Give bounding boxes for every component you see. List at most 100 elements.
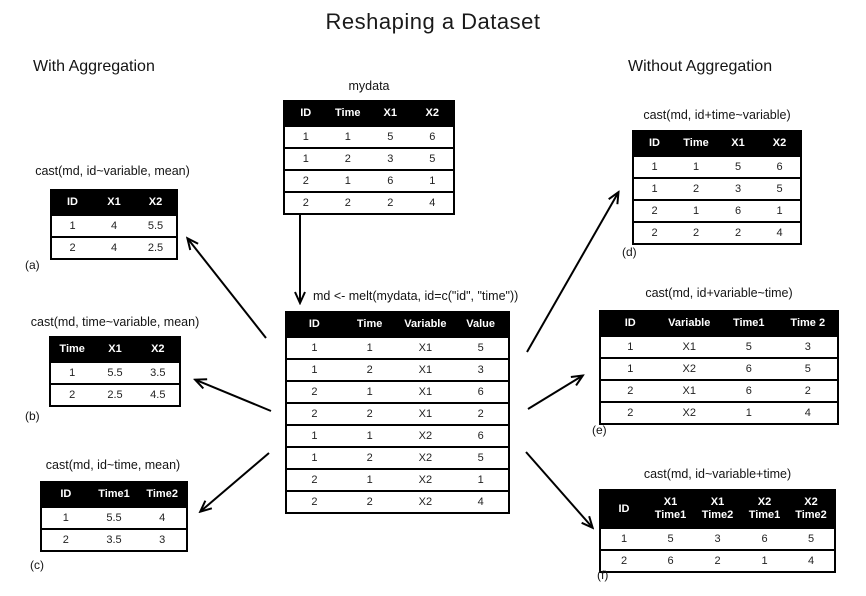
arrow-melt-to-a (188, 239, 267, 339)
table-cell: 2 (341, 490, 398, 514)
column-header: Value (453, 312, 509, 338)
table-cell: 1 (411, 169, 454, 193)
table-cell: 5 (453, 336, 509, 360)
table-cell: 3 (369, 147, 412, 171)
column-header: Time 2 (778, 311, 838, 337)
caption-cast-f: cast(md, id~variable+time) (643, 467, 792, 481)
column-header: X2 (759, 131, 801, 157)
column-header: X1 (93, 190, 135, 216)
table-cell: 1 (326, 125, 369, 149)
table-cell: 5 (717, 155, 759, 179)
table-cell: 1 (51, 214, 93, 238)
table-cell: 4 (788, 549, 835, 573)
table-cell: 2 (41, 528, 90, 552)
table-cell: 5 (719, 335, 779, 359)
caption-cast-c: cast(md, id~time, mean) (45, 458, 181, 472)
table-cell: 2 (778, 379, 838, 403)
table-cell: 4 (411, 191, 454, 215)
table-cell: 3 (778, 335, 838, 359)
column-header: Variable (659, 311, 719, 337)
table-cell: 2 (717, 221, 759, 245)
table-cell: 6 (647, 549, 694, 573)
table-cell: 1 (341, 468, 398, 492)
table-cell: 1 (633, 155, 675, 179)
column-header: X1 (93, 337, 137, 363)
table-cell: X2 (397, 468, 454, 492)
table-cell: 2 (633, 221, 675, 245)
column-header: ID (600, 490, 647, 529)
heading-without-aggregation: Without Aggregation (628, 58, 773, 75)
table-cell: 4 (453, 490, 509, 514)
table-cell: 5 (453, 446, 509, 470)
table-cell: 1 (453, 468, 509, 492)
table-cell: 2 (286, 402, 342, 426)
table-cell: 4 (93, 236, 135, 260)
label-c: (c) (30, 558, 44, 572)
table-cell: 1 (326, 169, 369, 193)
table-cell: X2 (397, 424, 454, 448)
table-cell: 3 (138, 528, 187, 552)
column-header: ID (286, 312, 342, 338)
table-cell: 3.5 (136, 361, 180, 385)
table-cell: 1 (600, 357, 660, 381)
table-cell: 6 (759, 155, 801, 179)
table-cell: 2 (326, 147, 369, 171)
column-header: ID (284, 101, 327, 127)
arrow-melt-to-c (201, 452, 270, 511)
table-cell: 1 (286, 358, 342, 382)
table-cell: X2 (397, 490, 454, 514)
table-cell: X1 (659, 335, 719, 359)
table-cell: 3.5 (89, 528, 139, 552)
table-cell: 2 (675, 221, 717, 245)
column-header: Time (675, 131, 717, 157)
table-cell: 2 (50, 383, 94, 407)
caption-cast-a: cast(md, id~variable, mean) (35, 164, 190, 178)
column-header: ID (41, 482, 90, 508)
table-cell: 5.5 (89, 506, 139, 530)
table-cell: 1 (633, 177, 675, 201)
label-b: (b) (25, 409, 40, 423)
arrow-melt-to-f (525, 451, 592, 527)
table-cell: 1 (675, 199, 717, 223)
table-cell: 2 (51, 236, 93, 260)
table-cell: X1 (659, 379, 719, 403)
table-cell: 2 (341, 446, 398, 470)
table-cell: 5 (759, 177, 801, 201)
table-cell: 1 (741, 549, 788, 573)
caption-cast-b: cast(md, time~variable, mean) (30, 315, 200, 329)
table-cell: 5.5 (135, 214, 177, 238)
table-cell: 3 (453, 358, 509, 382)
table-cell: 1 (600, 335, 660, 359)
arrow-melt-to-b (196, 380, 272, 412)
table-cell: 1 (284, 125, 327, 149)
column-header: Time1 (719, 311, 779, 337)
table-cell: 6 (453, 380, 509, 404)
column-header: Variable (397, 312, 454, 338)
table-cell: 2 (453, 402, 509, 426)
table-cell: X1 (397, 380, 454, 404)
table-cell: 3 (694, 527, 741, 551)
